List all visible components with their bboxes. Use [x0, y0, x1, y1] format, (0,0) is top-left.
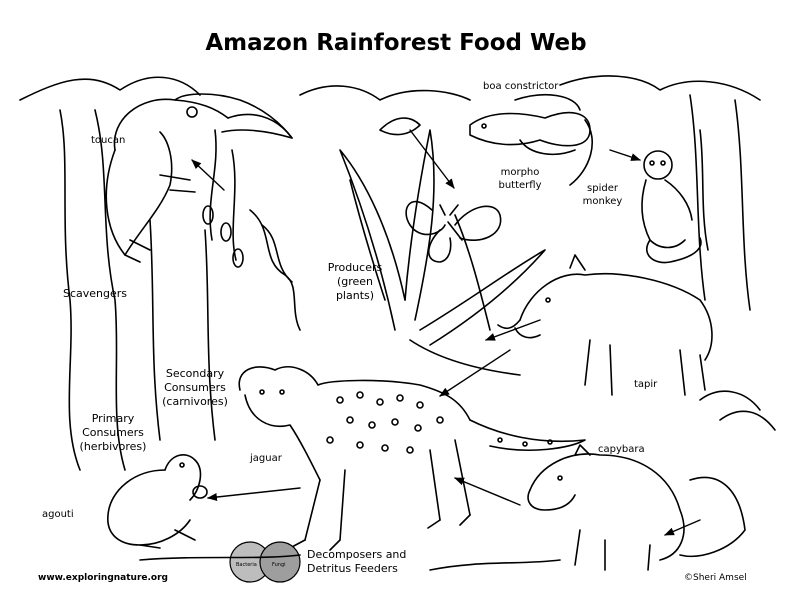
- label-producers-line2: (green: [336, 275, 374, 288]
- label-secondary-line2: Consumers: [164, 381, 226, 394]
- vines-drawing: [202, 129, 301, 331]
- label-producers-line3: plants): [335, 289, 375, 302]
- capybara-drawing: [527, 444, 746, 571]
- label-primary-line1: Primary: [91, 412, 135, 425]
- label-morpho-line1: morpho: [500, 167, 540, 178]
- label-boa-constrictor: boa constrictor: [483, 81, 559, 92]
- label-secondary-line1: Secondary: [165, 367, 225, 380]
- label-fungi: Fungi: [272, 562, 286, 568]
- page-title: Amazon Rainforest Food Web: [205, 30, 587, 56]
- label-producers: Producers (green plants): [320, 261, 390, 303]
- label-agouti: agouti: [42, 509, 74, 520]
- label-producers-line1: Producers: [327, 261, 383, 274]
- toucan-drawing: [105, 93, 293, 263]
- label-scavengers: Scavengers: [63, 287, 128, 300]
- label-toucan: toucan: [91, 135, 126, 146]
- decomposer-circles: [229, 541, 301, 583]
- boa-drawing: [469, 94, 593, 186]
- butterfly-drawing: [405, 200, 502, 263]
- tapir-drawing: [497, 254, 713, 396]
- label-jaguar: jaguar: [250, 453, 282, 464]
- label-morpho-line2: butterfly: [498, 180, 542, 191]
- jaguar-drawing: [238, 366, 586, 551]
- label-decomposers-line2: Detritus Feeders: [307, 562, 398, 575]
- label-primary-line3: (herbivores): [79, 440, 147, 453]
- label-secondary-line3: (carnivores): [162, 395, 228, 408]
- label-morpho-butterfly: morpho butterfly: [495, 166, 545, 192]
- label-capybara: capybara: [598, 444, 645, 455]
- label-primary-consumers: Primary Consumers (herbivores): [72, 412, 154, 454]
- label-spider-line2: monkey: [582, 196, 623, 207]
- canopy-lines: [19, 75, 761, 471]
- website-credit: www.exploringnature.org: [38, 573, 168, 583]
- label-spider-line1: spider: [587, 183, 618, 194]
- label-secondary-consumers: Secondary Consumers (carnivores): [155, 367, 235, 409]
- copyright-credit: ©Sheri Amsel: [684, 573, 747, 583]
- agouti-drawing: [107, 454, 208, 549]
- label-primary-line2: Consumers: [82, 426, 144, 439]
- food-web-arrows: [191, 129, 701, 536]
- plant-leaves-drawing: [339, 117, 546, 376]
- label-spider-monkey: spider monkey: [580, 182, 625, 208]
- ground-plants: [139, 390, 776, 571]
- label-decomposers-line1: Decomposers and: [307, 548, 407, 561]
- label-bacteria: Bacteria: [236, 562, 257, 568]
- label-tapir: tapir: [634, 379, 658, 390]
- spider-monkey-drawing: [641, 129, 709, 264]
- label-decomposers: Decomposers and Detritus Feeders: [307, 548, 406, 576]
